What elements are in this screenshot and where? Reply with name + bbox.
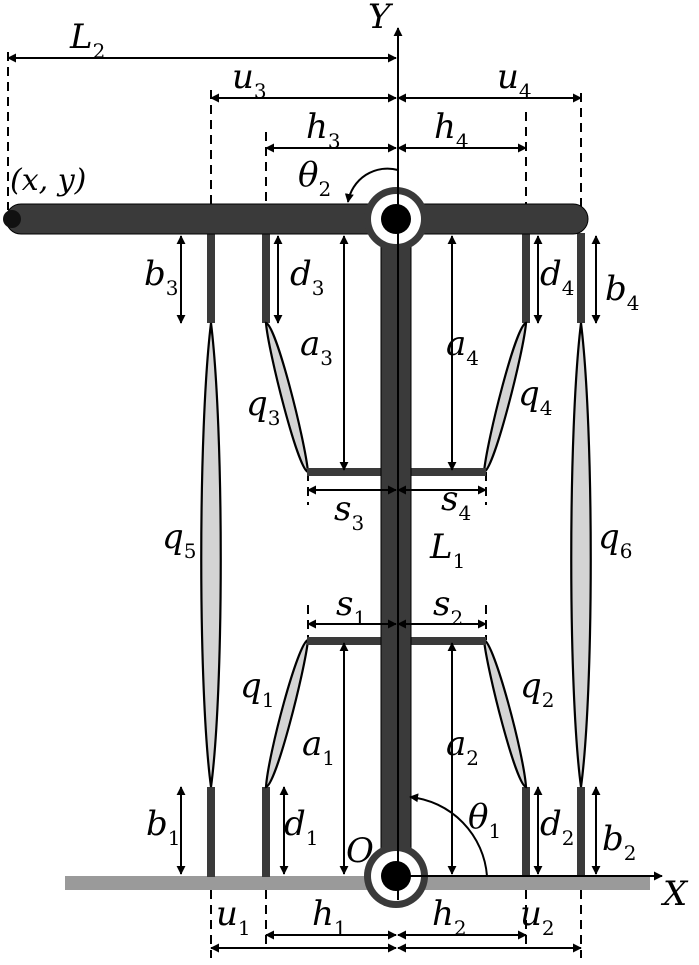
y-axis-label: Y (368, 0, 394, 37)
label-d1: d1 (284, 804, 319, 850)
label-l1: L1 (429, 527, 465, 573)
label-a1: a1 (302, 724, 335, 770)
label-q4: q4 (518, 374, 553, 420)
label-b4: b4 (605, 269, 640, 315)
label-s1: s1 (336, 584, 366, 630)
label-q5: q5 (162, 517, 197, 563)
origin-label: O (346, 831, 374, 871)
label-h3: h3 (306, 107, 341, 153)
label-s2: s2 (433, 584, 463, 630)
dimension-arrows (7, 53, 601, 953)
label-h1: h1 (312, 894, 347, 940)
label-l2: L2 (69, 17, 105, 63)
theta1-arc (409, 793, 488, 877)
label-a4: a4 (446, 324, 479, 370)
label-q6: q6 (598, 517, 633, 563)
label-u2: u2 (520, 894, 555, 940)
label-h2: h2 (432, 894, 467, 940)
label-s3: s3 (334, 489, 364, 535)
axes (393, 27, 663, 900)
tendons (207, 233, 585, 877)
label-b1: b1 (146, 804, 181, 850)
end-point-dot (3, 210, 21, 228)
link-2 (5, 203, 589, 235)
label-q3: q3 (246, 384, 281, 430)
elbow-joint (364, 844, 428, 908)
muscle-q5 (200, 322, 222, 788)
label-h4: h4 (434, 107, 469, 153)
x-axis-label: X (660, 874, 689, 914)
label-theta1: θ1 (468, 797, 501, 843)
label-s4: s4 (441, 479, 471, 525)
label-d3: d3 (290, 254, 325, 300)
end-point-label: (x, y) (10, 163, 86, 198)
link-1 (380, 217, 412, 875)
label-u4: u4 (497, 57, 532, 103)
muscle-q1 (264, 638, 310, 789)
shoulder-joint (364, 187, 428, 251)
symbol-labels: L2 u3 u4 h3 h4 θ2 b3 d3 a3 a4 d4 b4 q3 q4 s3 s4 q5 L1 q6 s1… (69, 17, 640, 940)
label-d2: d2 (540, 804, 575, 850)
label-q1: q1 (240, 666, 275, 712)
label-u1: u1 (216, 894, 251, 940)
label-theta2: θ2 (298, 155, 331, 201)
label-a3: a3 (300, 324, 333, 370)
theta2-arc (344, 167, 399, 203)
label-b2: b2 (602, 819, 637, 865)
ground-bar (65, 876, 650, 890)
label-d4: d4 (540, 254, 575, 300)
muscle-q6 (570, 322, 592, 788)
muscle-q2 (482, 638, 528, 789)
label-q2: q2 (520, 666, 555, 712)
label-a2: a2 (446, 724, 479, 770)
muscles (200, 321, 592, 789)
label-b3: b3 (144, 254, 179, 300)
label-u3: u3 (232, 57, 267, 103)
